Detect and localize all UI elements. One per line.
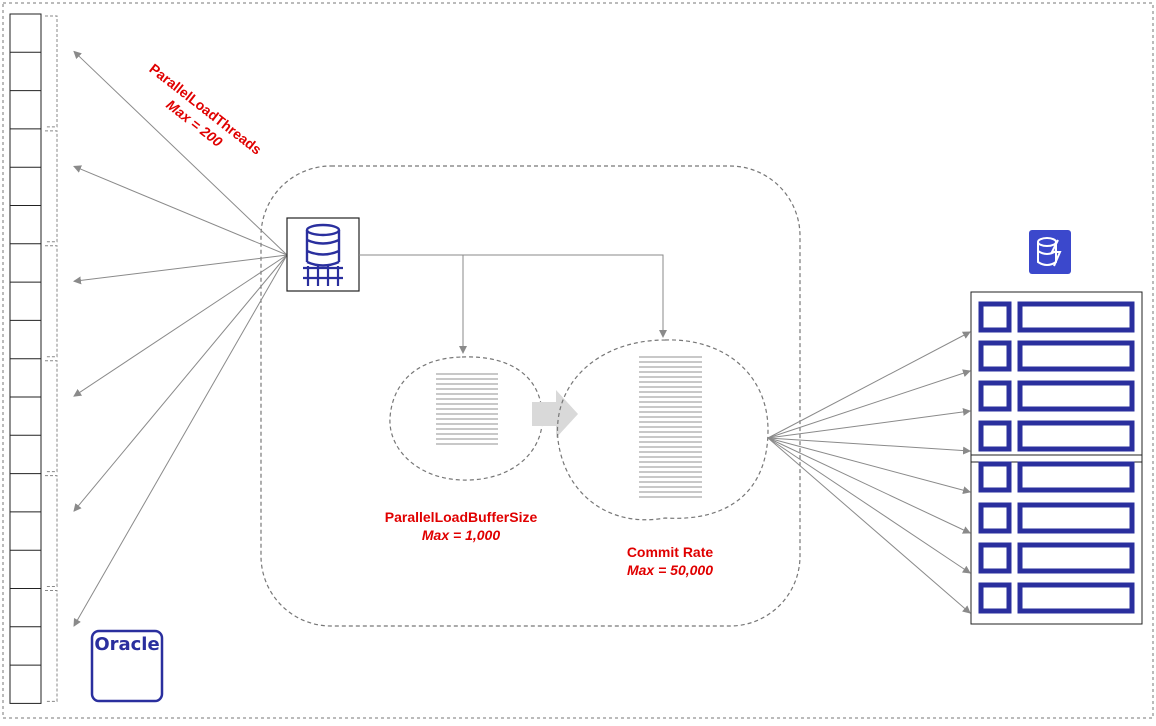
target-row-value: [1017, 420, 1135, 452]
commit-max: Max = 50,000: [626, 562, 713, 578]
target-table: [970, 291, 1143, 625]
thread-line: [73, 254, 288, 285]
target-row-key: [978, 340, 1012, 372]
target-row-key: [978, 301, 1012, 333]
buffer-title: ParallelLoadBufferSize: [384, 509, 538, 525]
commit-rate-label: Commit Rate Max = 50,000: [580, 543, 760, 579]
dynamodb-icon: [1029, 230, 1071, 274]
target-row-key: [978, 461, 1012, 493]
target-row-key: [978, 542, 1012, 574]
partition-bracket: [45, 130, 58, 243]
partition-bracket: [45, 475, 58, 587]
partition-bracket: [45, 360, 58, 473]
connector-to-buffer: [359, 254, 467, 354]
oracle-icon: [90, 629, 164, 703]
write-line: [767, 437, 971, 614]
write-line: [767, 437, 971, 455]
thread-line: [73, 254, 288, 512]
target-row-key: [978, 502, 1012, 534]
flow-arrow-icon: [532, 390, 578, 438]
write-line: [767, 437, 971, 534]
thread-line: [73, 254, 288, 627]
oracle-label: Oracle: [94, 634, 160, 655]
buffer-size-label: ParallelLoadBufferSize Max = 1,000: [361, 508, 561, 544]
target-row-key: [978, 380, 1012, 412]
target-row-value: [1017, 380, 1135, 412]
buffer-blob: [389, 356, 543, 481]
thread-line: [73, 165, 288, 256]
target-row-key: [978, 582, 1012, 614]
thread-lines: [73, 50, 288, 627]
commit-records: [639, 356, 702, 498]
database-server-icon: [286, 217, 360, 292]
buffer-records: [436, 373, 498, 445]
partition-bracket: [45, 15, 58, 128]
target-row-value: [1017, 542, 1135, 574]
target-row-value: [1017, 582, 1135, 614]
target-row-value: [1017, 340, 1135, 372]
source-table: [9, 13, 42, 704]
partition-bracket: [45, 245, 58, 358]
write-line: [767, 437, 971, 574]
partition-bracket: [45, 590, 58, 702]
target-row-value: [1017, 301, 1135, 333]
target-row-value: [1017, 502, 1135, 534]
partition-brackets: [45, 15, 58, 702]
connector-to-commit: [463, 254, 667, 338]
commit-blob: [556, 339, 769, 521]
thread-line: [73, 50, 288, 256]
write-line: [767, 437, 971, 495]
commit-title: Commit Rate: [626, 544, 714, 560]
write-line: [767, 369, 971, 439]
target-row-key: [978, 420, 1012, 452]
write-lines: [767, 331, 971, 614]
write-line: [767, 407, 971, 439]
target-row-value: [1017, 461, 1135, 493]
thread-line: [73, 254, 288, 397]
buffer-max: Max = 1,000: [421, 527, 501, 543]
replication-instance-box: [260, 165, 801, 627]
write-line: [767, 331, 971, 439]
